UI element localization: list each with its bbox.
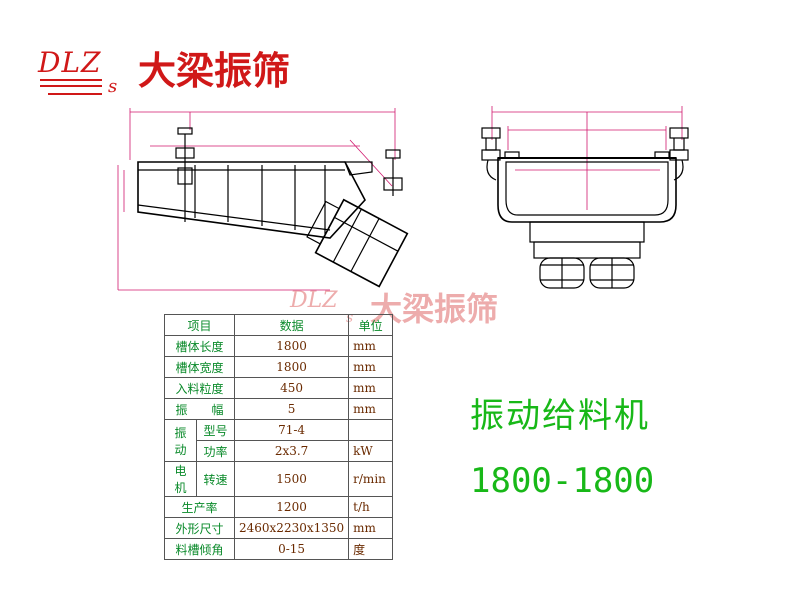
row-label: 振 幅 bbox=[164, 398, 235, 420]
table-row-motor-model: 振动 型号 71-4 bbox=[164, 419, 394, 462]
row-label: 外形尺寸 bbox=[164, 517, 235, 539]
company-logo: DLZ s 大梁振筛 bbox=[38, 38, 318, 108]
table-row-motor-speed: 电机 转速 1500 r/min bbox=[164, 461, 394, 497]
table-row: 生产率 1200 t/h bbox=[164, 496, 394, 518]
row-label: 型号 bbox=[196, 419, 235, 441]
logo-underline-graphic bbox=[40, 79, 102, 95]
product-name: 振动给料机 bbox=[470, 396, 650, 436]
row-label: 转速 bbox=[196, 461, 235, 497]
table-row: 槽体长度 1800 mm bbox=[164, 335, 394, 357]
front-view bbox=[481, 106, 689, 289]
row-value: 1200 bbox=[233, 496, 350, 518]
watermark-dlz-text: DLZ bbox=[290, 288, 338, 313]
row-unit: mm bbox=[348, 517, 394, 539]
row-unit: mm bbox=[348, 398, 394, 420]
row-unit bbox=[348, 419, 394, 441]
row-value: 2460x2230x1350 bbox=[233, 517, 350, 539]
row-value: 0-15 bbox=[233, 538, 350, 560]
logo-s-text: s bbox=[108, 76, 118, 97]
specification-table: 项目 数据 单位 槽体长度 1800 mm 槽体宽度 1800 mm 入料粒度 … bbox=[164, 314, 394, 560]
logo-company-name: 大梁振筛 bbox=[138, 49, 291, 93]
row-value: 1800 bbox=[233, 356, 350, 378]
row-value: 450 bbox=[233, 377, 350, 399]
row-unit: mm bbox=[348, 356, 394, 378]
row-unit: mm bbox=[348, 335, 394, 357]
table-row: 入料粒度 450 mm bbox=[164, 377, 394, 399]
side-view bbox=[117, 108, 409, 291]
product-model: 1800-1800 bbox=[470, 461, 655, 501]
row-unit: r/min bbox=[348, 461, 394, 497]
table-header-row: 项目 数据 单位 bbox=[164, 314, 394, 336]
row-unit: mm bbox=[348, 377, 394, 399]
row-unit: 度 bbox=[348, 538, 394, 560]
header-data: 数据 bbox=[233, 314, 350, 336]
table-row: 料槽倾角 0-15 度 bbox=[164, 538, 394, 560]
header-unit: 单位 bbox=[348, 314, 394, 336]
logo-dlz-text: DLZ bbox=[38, 46, 102, 79]
row-value: 2x3.7 bbox=[233, 440, 350, 462]
row-label: 入料粒度 bbox=[164, 377, 235, 399]
table-row: 振 幅 5 mm bbox=[164, 398, 394, 420]
logo-watermark: DLZ s 大梁振筛 bbox=[290, 282, 530, 332]
table-row: 外形尺寸 2460x2230x1350 mm bbox=[164, 517, 394, 539]
row-label: 功率 bbox=[196, 440, 235, 462]
row-label: 槽体宽度 bbox=[164, 356, 235, 378]
motor-group-label-2: 电机 bbox=[164, 461, 197, 497]
product-title-block: 振动给料机 1800-1800 bbox=[470, 388, 654, 501]
row-value: 5 bbox=[233, 398, 350, 420]
row-unit: kW bbox=[348, 440, 394, 462]
row-label: 生产率 bbox=[164, 496, 235, 518]
row-value: 71-4 bbox=[233, 419, 350, 441]
row-label: 槽体长度 bbox=[164, 335, 235, 357]
table-row-motor-power: 功率 2x3.7 kW bbox=[165, 440, 394, 462]
row-unit: t/h bbox=[348, 496, 394, 518]
header-item: 项目 bbox=[164, 314, 235, 336]
row-label: 料槽倾角 bbox=[164, 538, 235, 560]
table-row: 槽体宽度 1800 mm bbox=[164, 356, 394, 378]
row-value: 1500 bbox=[233, 461, 350, 497]
motor-group-label-1: 振动 bbox=[164, 419, 197, 462]
row-value: 1800 bbox=[233, 335, 350, 357]
